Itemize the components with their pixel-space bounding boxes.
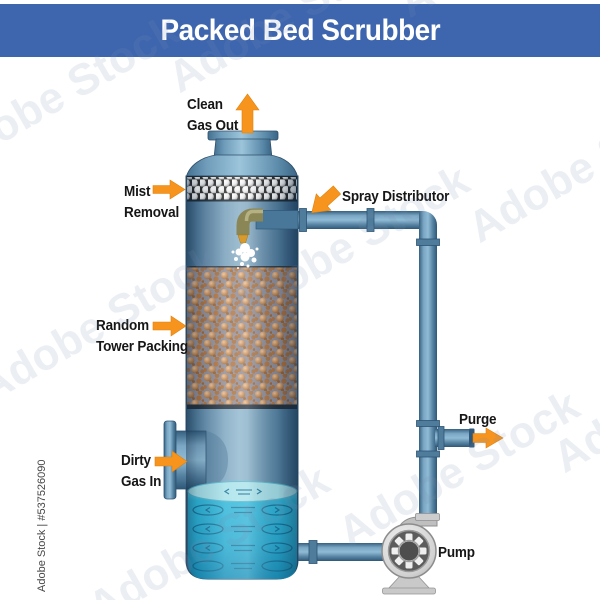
label-spray-distributor: Spray Distributor xyxy=(342,186,449,207)
label-line: Pump xyxy=(438,544,475,561)
label-line: Gas In xyxy=(121,473,162,490)
label-line: Mist xyxy=(124,183,151,200)
label-line: Removal xyxy=(124,204,180,221)
riser-pipe xyxy=(419,211,437,516)
pump-base-plate xyxy=(382,587,436,595)
title-bar: Packed Bed Scrubber xyxy=(0,4,600,57)
label-dirty-gas-in: Dirty Gas In xyxy=(121,450,161,492)
dirty-gas-arrow xyxy=(154,450,188,473)
scrubber-tower xyxy=(163,130,299,580)
label-line: Purge xyxy=(459,411,497,428)
label-line: Random xyxy=(96,317,149,334)
pump-discharge-flange xyxy=(415,513,440,521)
label-line: Tower Packing xyxy=(96,338,188,355)
label-purge: Purge xyxy=(459,409,497,430)
label-line: Clean xyxy=(187,96,223,113)
label-line: Dirty xyxy=(121,452,151,469)
label-line: Gas Out xyxy=(187,117,239,134)
flow-arrows xyxy=(152,93,504,473)
label-random-tower-packing: Random Tower Packing xyxy=(96,315,188,357)
label-line: Spray Distributor xyxy=(342,188,450,205)
nozzle-tip xyxy=(237,234,249,244)
label-clean-gas-out: Clean Gas Out xyxy=(187,94,238,136)
brass-elbow-highlight xyxy=(244,209,263,222)
mist-removal-arrow xyxy=(152,179,186,200)
spray-droplets xyxy=(231,243,259,269)
pump-suction-pipe xyxy=(296,543,389,561)
page-title: Packed Bed Scrubber xyxy=(160,13,440,47)
pipe-collars xyxy=(299,208,445,564)
tower-shading xyxy=(186,176,298,579)
label-mist-removal: Mist Removal xyxy=(124,181,179,223)
pump xyxy=(381,513,440,595)
recirculation-piping xyxy=(296,208,475,564)
stock-id-text: Adobe Stock | #537526090 xyxy=(36,459,48,592)
pump-hub xyxy=(399,541,419,561)
spray-feed-pipe xyxy=(296,211,423,229)
spray-distributor-arrow xyxy=(311,185,342,214)
spray-distributor-nozzle xyxy=(231,208,299,269)
packing-arrow xyxy=(152,315,187,337)
pump-hub-ring xyxy=(397,539,421,563)
label-pump: Pump xyxy=(438,542,475,563)
purge-arrow xyxy=(472,427,504,449)
clean-gas-arrow xyxy=(235,93,260,134)
